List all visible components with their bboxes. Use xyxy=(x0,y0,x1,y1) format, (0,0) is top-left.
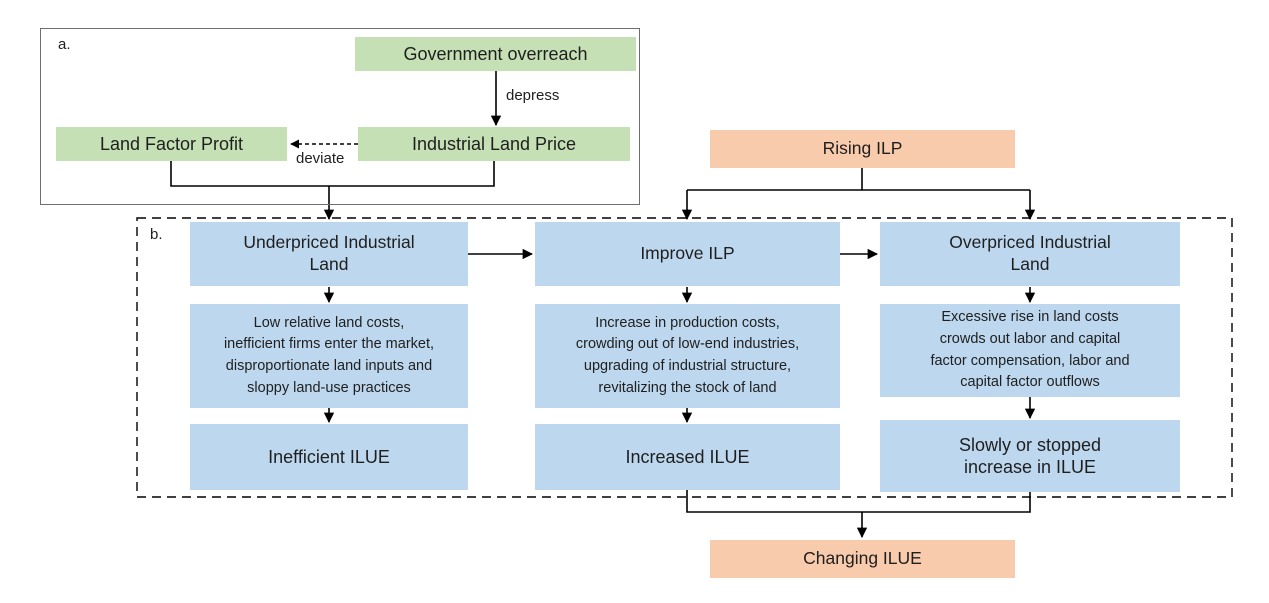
edge-label-deviate: deviate xyxy=(296,150,345,167)
node-rising-ilp: Rising ILP xyxy=(710,130,1015,168)
node-underpriced-industrial-land: Underpriced Industrial Land xyxy=(190,222,468,286)
node-industrial-land-price: Industrial Land Price xyxy=(358,127,630,161)
node-slow-ilue: Slowly or stopped increase in ILUE xyxy=(880,420,1180,492)
edge-label-depress: depress xyxy=(506,87,560,104)
node-improve-ilp: Improve ILP xyxy=(535,222,840,286)
panel-a-border xyxy=(40,28,640,205)
node-changing-ilue: Changing ILUE xyxy=(710,540,1015,578)
desc-underpriced: Low relative land costs, inefficient fir… xyxy=(190,304,468,408)
panel-b-label: b. xyxy=(150,226,163,243)
node-increased-ilue: Increased ILUE xyxy=(535,424,840,490)
node-overpriced-industrial-land: Overpriced Industrial Land xyxy=(880,222,1180,286)
desc-improve-ilp: Increase in production costs, crowding o… xyxy=(535,304,840,408)
node-inefficient-ilue: Inefficient ILUE xyxy=(190,424,468,490)
node-government-overreach: Government overreach xyxy=(355,37,636,71)
panel-a-label: a. xyxy=(58,36,71,53)
merge-connector-bottom xyxy=(686,490,1031,513)
node-land-factor-profit: Land Factor Profit xyxy=(56,127,287,161)
desc-overpriced: Excessive rise in land costs crowds out … xyxy=(880,304,1180,397)
